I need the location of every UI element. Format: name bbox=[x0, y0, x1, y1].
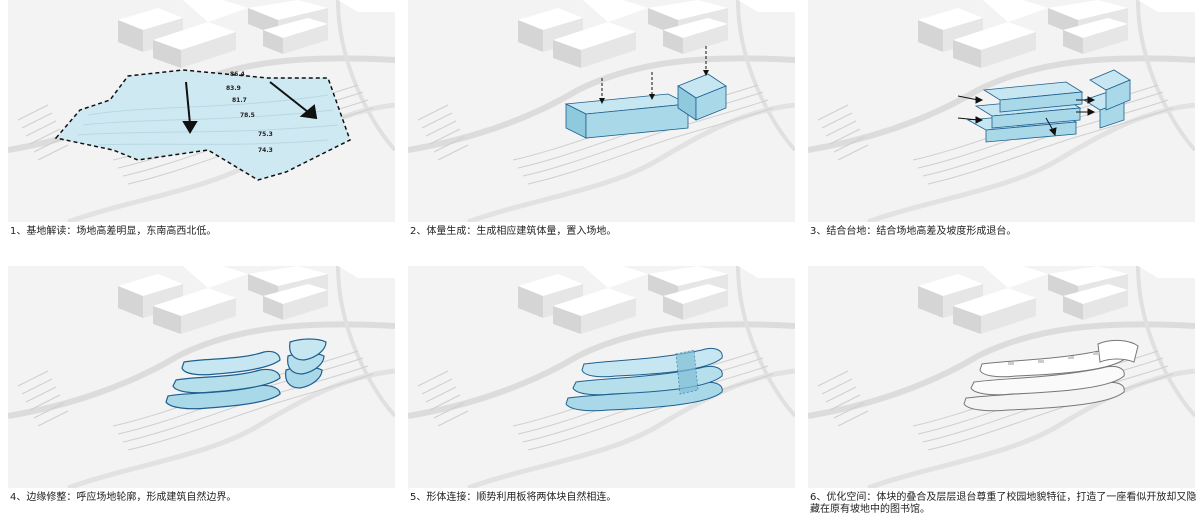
panel-space-optimization: 6、优化空间：体块的叠合及层层退台尊重了校园地貌特征，打造了一座看似开放却又隐藏… bbox=[808, 266, 1196, 516]
panel-form-connection: 5、形体连接：顺势利用板将两体块自然相连。 bbox=[408, 266, 795, 516]
panel-caption: 6、优化空间：体块的叠合及层层退台尊重了校园地貌特征，打造了一座看似开放却又隐藏… bbox=[810, 492, 1197, 515]
elevation-label: 74.3 bbox=[258, 147, 273, 154]
panel-site-analysis: 86.4 83.9 81.7 78.5 75.3 74.3 1、基地解读：场地高… bbox=[8, 0, 395, 250]
panel-caption: 1、基地解读：场地高差明显，东南高西北低。 bbox=[10, 226, 217, 237]
space-optimization-diagram bbox=[808, 266, 1195, 488]
form-connection-diagram bbox=[408, 266, 795, 488]
panel-edge-trimming: 4、边缘修整：呼应场地轮廓，形成建筑自然边界。 bbox=[8, 266, 395, 516]
elevation-label: 86.4 bbox=[230, 71, 245, 78]
panel-massing: 2、体量生成：生成相应建筑体量，置入场地。 bbox=[408, 0, 795, 250]
edge-trimming-diagram bbox=[8, 266, 395, 488]
panel-caption: 2、体量生成：生成相应建筑体量，置入场地。 bbox=[410, 226, 617, 237]
site-analysis-diagram: 86.4 83.9 81.7 78.5 75.3 74.3 bbox=[8, 0, 395, 222]
massing-diagram bbox=[408, 0, 795, 222]
panel-caption: 3、结合台地：结合场地高差及坡度形成退台。 bbox=[810, 226, 1017, 237]
site-boundary bbox=[54, 69, 351, 181]
elevation-label: 83.9 bbox=[226, 85, 241, 92]
panel-caption: 5、形体连接：顺势利用板将两体块自然相连。 bbox=[410, 492, 617, 503]
elevation-label: 81.7 bbox=[232, 97, 247, 104]
panel-caption: 4、边缘修整：呼应场地轮廓，形成建筑自然边界。 bbox=[10, 492, 237, 503]
elevation-label: 78.5 bbox=[240, 112, 255, 119]
panel-terracing: 3、结合台地：结合场地高差及坡度形成退台。 bbox=[808, 0, 1195, 250]
elevation-label: 75.3 bbox=[258, 131, 273, 138]
terracing-diagram bbox=[808, 0, 1195, 222]
